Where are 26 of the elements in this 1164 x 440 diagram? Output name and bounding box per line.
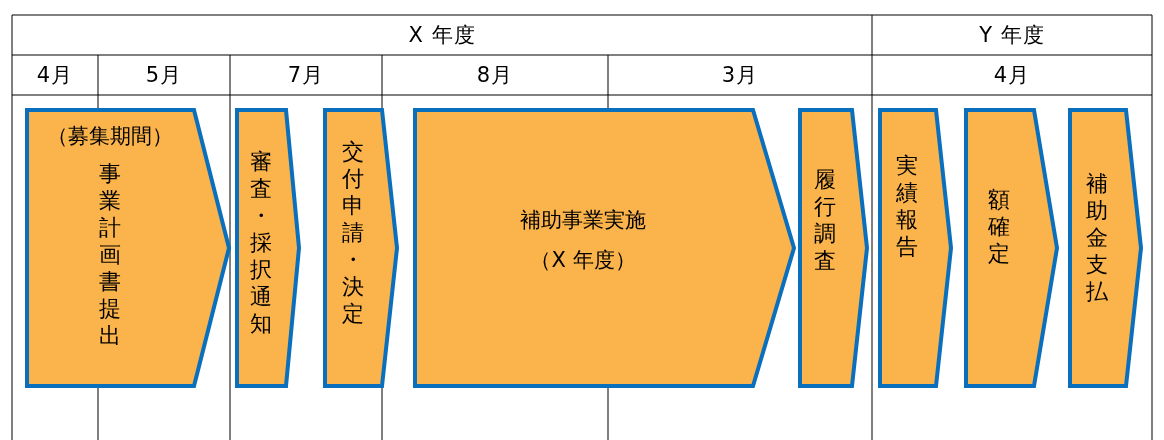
step-label: （募集期間） [46, 123, 173, 150]
process-step-box [413, 108, 795, 388]
month-header: 8月 [476, 62, 514, 89]
step-label: 審査・採択通知 [248, 148, 273, 337]
process-step-box [798, 108, 868, 388]
month-header: 5月 [145, 62, 183, 89]
step-label: 額確定 [987, 186, 1011, 267]
process-step-box [235, 108, 300, 388]
step-label: 事業計画書提出 [97, 160, 122, 349]
month-header: 4月 [993, 62, 1031, 89]
process-step-box [323, 108, 398, 388]
step-label: 実績報告 [895, 152, 919, 260]
year-header: X 年度 [408, 22, 476, 49]
process-step-box [1068, 108, 1142, 388]
step-label: 履行調査 [813, 166, 837, 274]
month-header: 7月 [287, 62, 325, 89]
step-label: （X 年度） [530, 247, 636, 274]
month-header: 4月 [36, 62, 74, 89]
process-step-box [878, 108, 952, 388]
step-label: 補助事業実施 [520, 207, 646, 234]
process-step-box [25, 108, 230, 388]
month-header: 3月 [721, 62, 759, 89]
process-step-box [964, 108, 1058, 388]
year-header: Y 年度 [979, 22, 1045, 49]
step-label: 補助金支払 [1085, 170, 1109, 305]
step-label: 交付申請・決定 [340, 138, 365, 327]
